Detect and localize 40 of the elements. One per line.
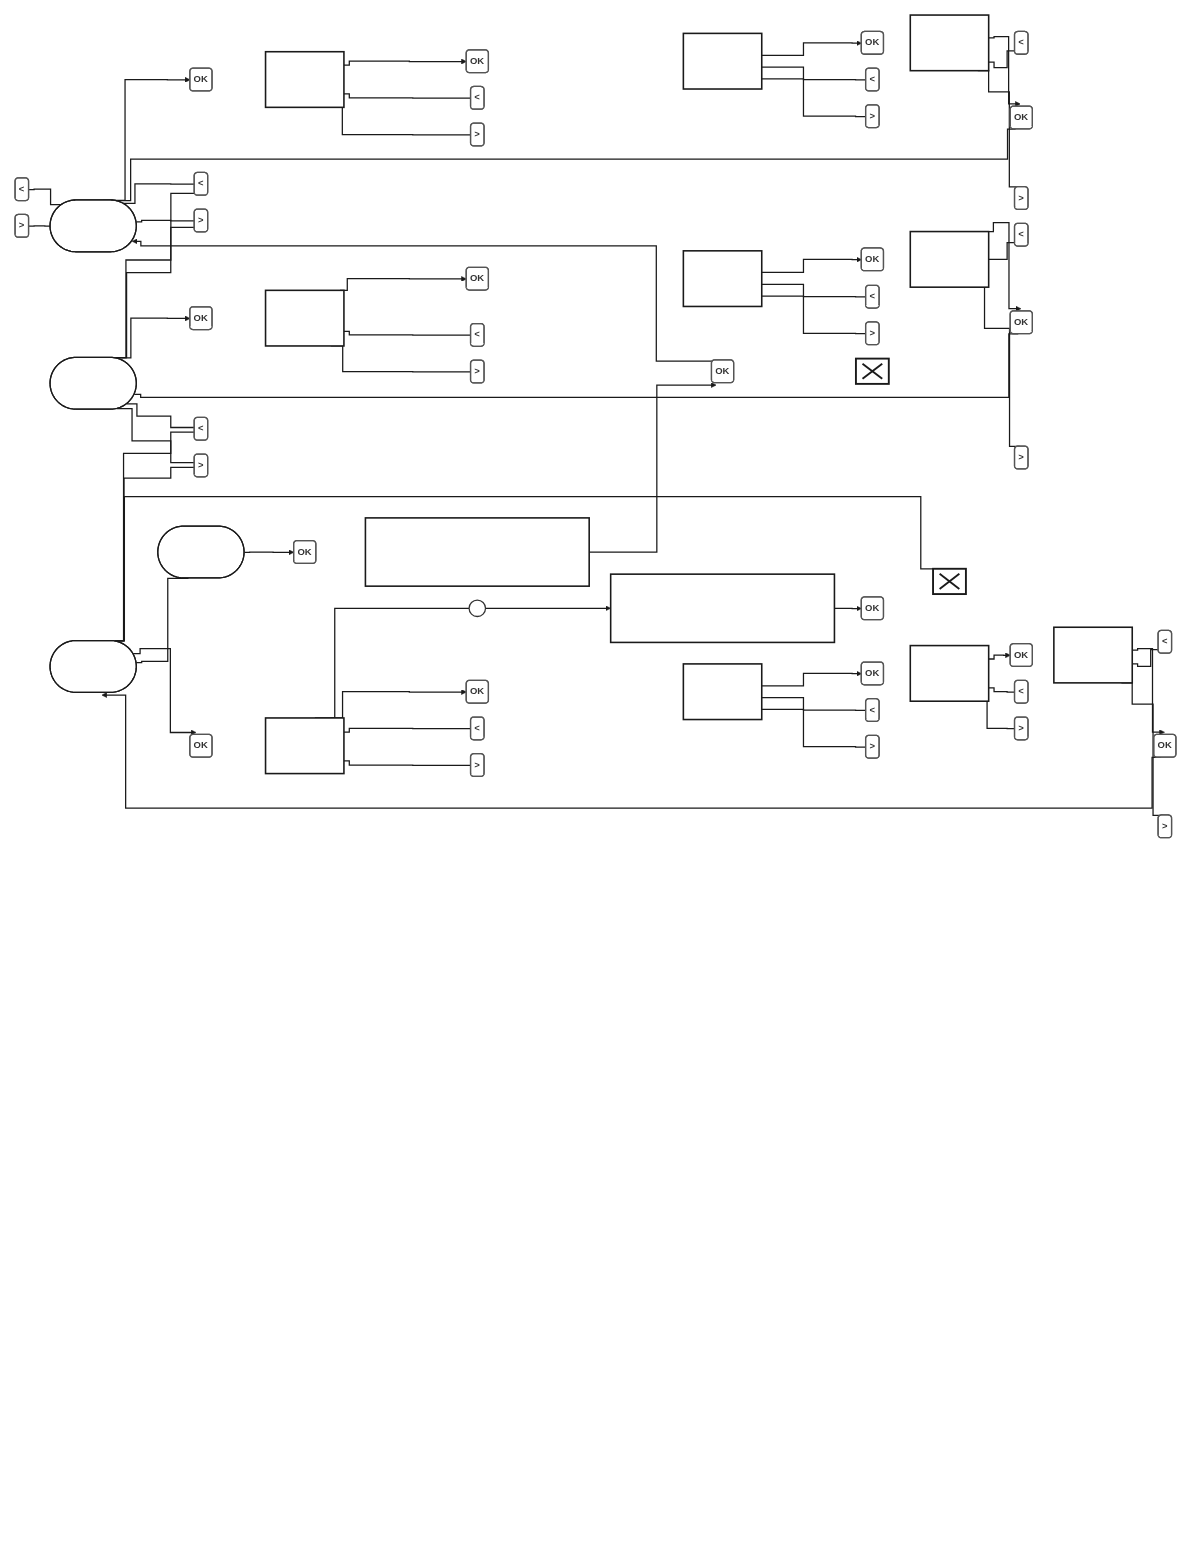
connector — [761, 78, 867, 118]
node-box — [909, 230, 990, 288]
connector — [988, 687, 1016, 693]
arrow — [132, 648, 197, 736]
node-box — [682, 663, 763, 721]
node-box — [909, 644, 990, 702]
node-circle — [468, 599, 487, 618]
connector — [988, 242, 1016, 260]
arrow — [761, 40, 862, 56]
node-box — [364, 517, 590, 587]
connector — [761, 295, 867, 335]
arrow — [343, 58, 467, 66]
connector — [761, 283, 867, 298]
node-cross — [854, 357, 890, 385]
connector — [988, 50, 1016, 69]
arrow — [131, 238, 714, 362]
connector — [343, 93, 472, 99]
arrow — [988, 35, 1021, 107]
node-box — [1053, 626, 1134, 684]
connector — [343, 760, 472, 766]
connector — [343, 727, 472, 733]
connector — [343, 330, 472, 336]
node-box — [264, 289, 345, 347]
connector — [761, 708, 867, 748]
connector — [761, 696, 867, 711]
connector — [28, 225, 51, 227]
arrow — [761, 256, 862, 274]
connector — [761, 66, 867, 81]
node-box — [682, 32, 763, 90]
node-box — [909, 14, 990, 72]
node-box — [609, 573, 836, 644]
connector — [122, 183, 196, 204]
connector — [116, 408, 196, 464]
node-box — [682, 250, 763, 308]
node-box — [264, 717, 345, 775]
node-box — [264, 50, 345, 109]
arrow — [988, 652, 1011, 660]
connector — [126, 403, 196, 429]
node-cross — [932, 567, 967, 595]
arrow — [761, 670, 862, 687]
